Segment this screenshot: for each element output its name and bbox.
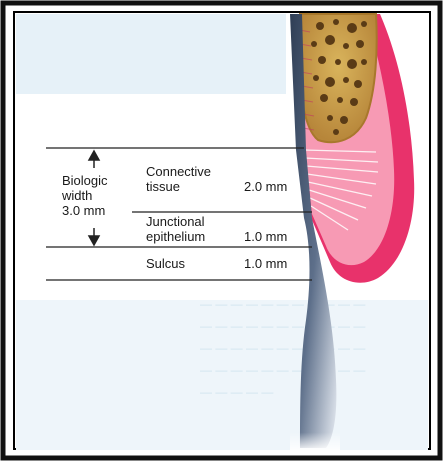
svg-text:— — — — — — — — — — —: — — — — — — — — — — —	[200, 297, 365, 311]
sulcus-label: Sulcus	[146, 256, 186, 271]
sulcus-value: 1.0 mm	[244, 256, 287, 271]
biologic-label-1: Biologic	[62, 173, 108, 188]
connective-label-2: tissue	[146, 179, 180, 194]
biologic-label-2: width	[61, 188, 92, 203]
connective-value: 2.0 mm	[244, 179, 287, 194]
svg-text:— — — — — — — — — — —: — — — — — — — — — — —	[200, 341, 365, 355]
svg-text:— — — — — — — — — — —: — — — — — — — — — — —	[200, 363, 365, 377]
junctional-label-2: epithelium	[146, 229, 205, 244]
junctional-label-1: Junctional	[146, 214, 205, 229]
biologic-label-3: 3.0 mm	[62, 203, 105, 218]
connective-label-1: Connective	[146, 164, 211, 179]
svg-text:— — — — — — — — — — —: — — — — — — — — — — —	[200, 319, 365, 333]
tooth-fade	[290, 380, 340, 450]
svg-text:— — — — —: — — — — —	[200, 385, 273, 399]
junctional-value: 1.0 mm	[244, 229, 287, 244]
